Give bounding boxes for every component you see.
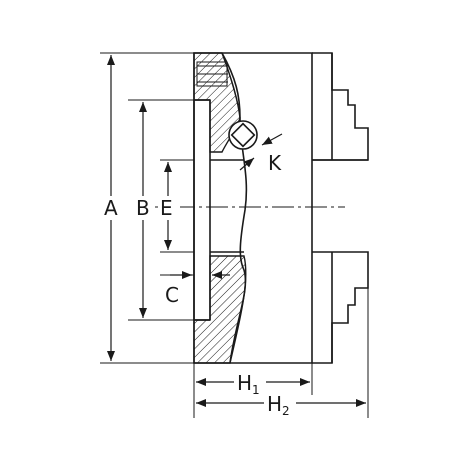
label-K: K [268,151,282,175]
extension-lines [100,52,369,418]
key-socket [228,120,258,150]
lower-jaw-outline [312,251,369,364]
lower-section [193,255,247,364]
label-B: B [136,196,150,220]
label-C: C [165,283,179,307]
label-H1: H1 [237,371,260,397]
thread-detail [197,65,228,83]
socket-square [230,122,256,148]
bore-steps [194,99,244,321]
socket-circle [228,120,258,150]
label-H2: H2 [267,392,290,418]
label-E: E [160,196,173,220]
dim-K-arrow2 [239,157,255,171]
label-A: A [104,196,118,220]
dim-K-arrow1 [261,133,283,146]
upper-jaw-outline [312,52,369,161]
